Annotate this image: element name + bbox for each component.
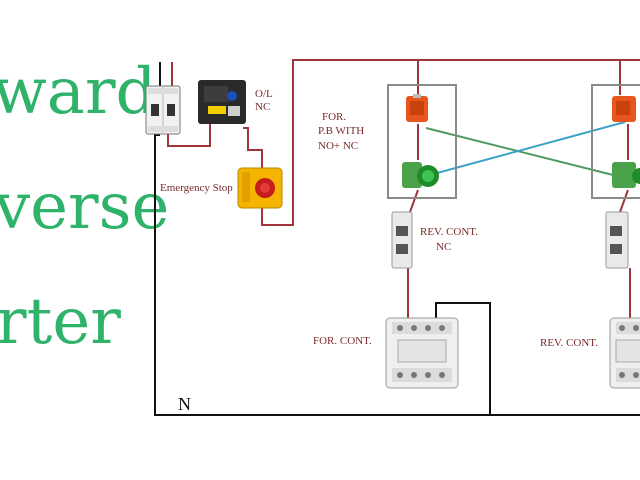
rev-cont-nc-label-line-1: REV. CONT. [420, 226, 478, 238]
rev-cont-label: REV. CONT. [540, 337, 598, 349]
rev-pb-no-block [612, 162, 640, 188]
for-cont-label: FOR. CONT. [313, 335, 372, 347]
title-line-3: rter [0, 285, 121, 359]
mcb-to-overload-wire [167, 120, 211, 147]
rev-pb-nc-block [612, 96, 636, 122]
overload-nc-label: NC [255, 101, 270, 113]
for-pb-label-line-3: NO+ NC [318, 140, 358, 152]
red-wires [167, 59, 640, 318]
title-line-1: ward [0, 55, 157, 129]
neutral-wire [154, 134, 640, 416]
estop-to-bus-wire [261, 59, 640, 226]
rev-cont-nc-aux-block [391, 211, 413, 269]
reverse-contactor [609, 317, 640, 389]
black-wires [154, 62, 640, 416]
for-cont-nc-aux-block [605, 211, 629, 269]
emergency-stop-label: Emergency Stop [160, 182, 233, 194]
forward-contactor [385, 317, 459, 389]
title-line-2: verse [0, 170, 170, 244]
overload-label: O/L [255, 88, 273, 100]
for-pb-label-line-2: P.B WITH [318, 125, 364, 137]
for-pb-nc-block [406, 94, 428, 122]
for-pb-to-nc-wire [409, 189, 419, 213]
rev-pb-to-nc-wire [619, 189, 629, 213]
for-pb-no-block [402, 162, 439, 188]
emergency-stop-button [237, 167, 283, 209]
rev-cont-nc-label-line-2: NC [436, 241, 451, 253]
mcb-breaker [145, 85, 181, 135]
for-pb-box [387, 84, 457, 199]
overload-relay [198, 80, 246, 124]
neutral-label: N [178, 394, 191, 414]
for-pb-label-line-1: FOR. [322, 111, 346, 123]
rev-pb-box [591, 84, 640, 199]
forward-contactor-return-wire [435, 302, 491, 415]
overload-to-estop-wire [243, 127, 263, 168]
